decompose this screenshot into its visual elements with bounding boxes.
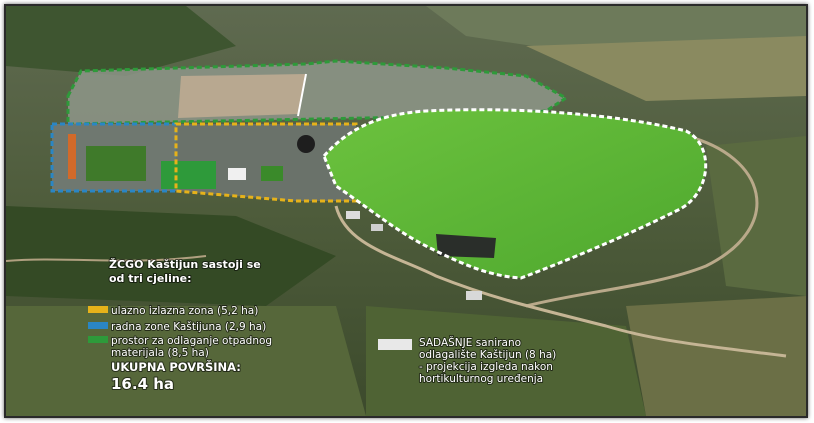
- legend-item-entry-zone: ulazno izlazna zona (5,2 ha): [111, 305, 258, 317]
- legend-swatch-blue: [88, 322, 108, 329]
- fields-bottom-right: [626, 296, 806, 416]
- legend-title-line2: od tri cjeline:: [109, 272, 192, 285]
- forest-top-left: [6, 6, 236, 76]
- building-b: [371, 224, 383, 231]
- aerial-photo: ŽCGO Kaštijun sastoji se od tri cjeline:…: [6, 6, 806, 416]
- landfill-zone-outline: [66, 59, 569, 126]
- total-area-label: UKUPNA POVRŠINA:: [111, 359, 241, 374]
- field-brown: [526, 36, 806, 101]
- legend-swatch-yellow: [88, 306, 108, 313]
- legend-item-disposal-line2: materijala (8,5 ha): [111, 347, 209, 359]
- entry-zone-tank: [297, 135, 315, 153]
- legend-item-disposal-line1: prostor za odlaganje otpadnog: [111, 335, 272, 347]
- entry-zone-building: [228, 168, 246, 180]
- remediated-landfill-outline: [322, 108, 708, 280]
- remediated-caption: SADAŠNJE sanirano odlagalište Kaštijun (…: [378, 335, 557, 386]
- landfill-sandy-area: [178, 74, 306, 118]
- building-a: [346, 211, 360, 219]
- remediated-pond: [436, 234, 496, 258]
- work-zone-outline: [50, 122, 178, 193]
- forest-left: [6, 206, 336, 306]
- remediated-landfill-area: [324, 109, 706, 279]
- work-zone-building: [86, 146, 146, 181]
- entry-zone-lot: [261, 166, 283, 181]
- remediated-swatch: [378, 339, 412, 350]
- legend-item-work-zone: radna zone Kaštijuna (2,9 ha): [111, 321, 266, 333]
- dirt-road-right: [525, 134, 759, 308]
- dirt-road-left: [6, 255, 207, 262]
- entry-zone-green: [161, 161, 216, 189]
- fields-bottom-left: [6, 306, 366, 416]
- remediated-line4: hortikulturnog uređenja: [419, 373, 543, 385]
- building-c: [466, 291, 482, 300]
- dirt-road-bottom: [334, 205, 787, 358]
- landfill-divider: [297, 73, 307, 117]
- legend: ŽCGO Kaštijun sastoji se od tri cjeline:…: [88, 257, 273, 394]
- remediated-line1: SADAŠNJE sanirano: [419, 336, 521, 349]
- remediated-line3: - projekcija izgleda nakon: [419, 361, 553, 373]
- remediated-line2: odlagalište Kaštijun (8 ha): [419, 349, 556, 361]
- legend-swatch-green: [88, 336, 108, 343]
- aerial-photo-frame: ŽCGO Kaštijun sastoji se od tri cjeline:…: [4, 4, 808, 418]
- entry-zone-outline: [174, 122, 358, 203]
- fields-bottom-center: [366, 306, 646, 416]
- total-area-value: 16.4 ha: [111, 375, 174, 393]
- legend-title-line1: ŽCGO Kaštijun sastoji se: [109, 258, 261, 271]
- work-zone-structure: [68, 134, 76, 179]
